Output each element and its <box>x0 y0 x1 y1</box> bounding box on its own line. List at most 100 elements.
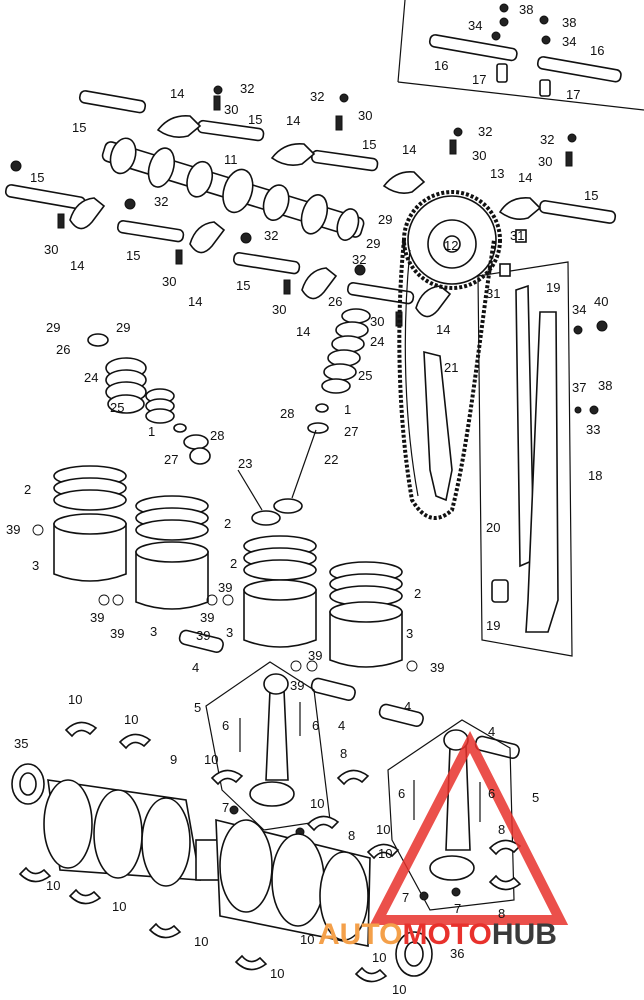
rocker-arms <box>69 114 542 318</box>
callout-label: 28 <box>280 406 294 421</box>
callout-label: 19 <box>486 618 500 633</box>
callout-label: 2 <box>224 516 231 531</box>
callout-label: 17 <box>472 72 486 87</box>
callout-label: 6 <box>222 718 229 733</box>
callout-label: 16 <box>590 43 604 58</box>
callout-label: 10 <box>372 950 386 965</box>
callout-label: 23 <box>238 456 252 471</box>
callout-label: 21 <box>444 360 458 375</box>
callout-label: 6 <box>312 718 319 733</box>
callout-label: 15 <box>126 248 140 263</box>
callout-label: 4 <box>404 699 411 714</box>
callout-label: 14 <box>188 294 202 309</box>
callout-label: 26 <box>328 294 342 309</box>
part-callouts: 38 38 34 34 16 16 17 17 14 32 30 32 30 1… <box>6 2 612 997</box>
callout-label: 39 <box>90 610 104 625</box>
callout-label: 15 <box>236 278 250 293</box>
callout-label: 39 <box>196 628 210 643</box>
crankshaft <box>43 779 371 947</box>
callout-label: 38 <box>598 378 612 393</box>
bearing-shells <box>18 721 522 983</box>
callout-label: 10 <box>194 934 208 949</box>
valve-spring-set-right <box>307 308 371 434</box>
callout-label: 39 <box>200 610 214 625</box>
callout-label: 10 <box>270 966 284 981</box>
callout-label: 30 <box>472 148 486 163</box>
callout-label: 3 <box>226 625 233 640</box>
callout-label: 5 <box>532 790 539 805</box>
callout-label: 2 <box>230 556 237 571</box>
callout-label: 13 <box>490 166 504 181</box>
cam-sprocket <box>402 190 502 290</box>
watermark-word-auto: AUTO <box>318 918 402 951</box>
callout-label: 31 <box>510 228 524 243</box>
callout-label: 39 <box>218 580 232 595</box>
callout-label: 39 <box>290 678 304 693</box>
callout-label: 16 <box>434 58 448 73</box>
inset-frame <box>397 0 644 111</box>
callout-label: 38 <box>519 2 533 17</box>
callout-label: 35 <box>14 736 28 751</box>
callout-label: 8 <box>340 746 347 761</box>
callout-label: 14 <box>518 170 532 185</box>
callout-label: 29 <box>366 236 380 251</box>
callout-label: 10 <box>204 752 218 767</box>
callout-label: 39 <box>6 522 20 537</box>
callout-label: 14 <box>296 324 310 339</box>
adjusters-and-nuts <box>10 85 577 327</box>
callout-label: 34 <box>572 302 586 317</box>
callout-label: 10 <box>376 822 390 837</box>
callout-label: 9 <box>170 752 177 767</box>
callout-label: 7 <box>222 800 229 815</box>
connecting-rods <box>205 661 515 911</box>
callout-label: 12 <box>444 238 458 253</box>
callout-label: 10 <box>300 932 314 947</box>
rocker-shafts <box>4 90 617 305</box>
callout-label: 32 <box>352 252 366 267</box>
callout-label: 37 <box>572 380 586 395</box>
callout-label: 24 <box>370 334 384 349</box>
callout-label: 29 <box>46 320 60 335</box>
callout-label: 30 <box>272 302 286 317</box>
callout-label: 30 <box>358 108 372 123</box>
callout-label: 2 <box>24 482 31 497</box>
camshaft <box>101 137 365 241</box>
callout-label: 34 <box>468 18 482 33</box>
callout-label: 32 <box>478 124 492 139</box>
watermark-logo: AUTOMOTOHUB <box>318 731 569 951</box>
callout-label: 10 <box>378 846 392 861</box>
callout-label: 6 <box>398 786 405 801</box>
callout-label: 10 <box>68 692 82 707</box>
pistons <box>53 513 403 668</box>
tensioner-frame <box>477 261 573 657</box>
callout-label: 15 <box>30 170 44 185</box>
cam-chain <box>397 239 496 520</box>
callout-label: 32 <box>154 194 168 209</box>
callout-label: 14 <box>436 322 450 337</box>
callout-label: 25 <box>358 368 372 383</box>
callout-label: 32 <box>310 89 324 104</box>
watermark-word-moto: MOTO <box>402 918 491 951</box>
callout-label: 24 <box>84 370 98 385</box>
valve-spring-set-left <box>87 333 211 465</box>
callout-label: 22 <box>324 452 338 467</box>
callout-label: 29 <box>116 320 130 335</box>
callout-label: 3 <box>32 558 39 573</box>
piston-rings <box>53 465 403 607</box>
callout-label: 30 <box>162 274 176 289</box>
callout-label: 28 <box>210 428 224 443</box>
piston-pins <box>178 629 520 759</box>
callout-label: 39 <box>430 660 444 675</box>
callout-label: 29 <box>378 212 392 227</box>
callout-label: 5 <box>194 700 201 715</box>
callout-label: 30 <box>538 154 552 169</box>
callout-label: 14 <box>170 86 184 101</box>
callout-label: 20 <box>486 520 500 535</box>
callout-label: 7 <box>402 890 409 905</box>
callout-label: 15 <box>248 112 262 127</box>
oil-seals <box>11 763 433 977</box>
callout-label: 34 <box>562 34 576 49</box>
circlips <box>32 524 418 672</box>
callout-label: 25 <box>110 400 124 415</box>
